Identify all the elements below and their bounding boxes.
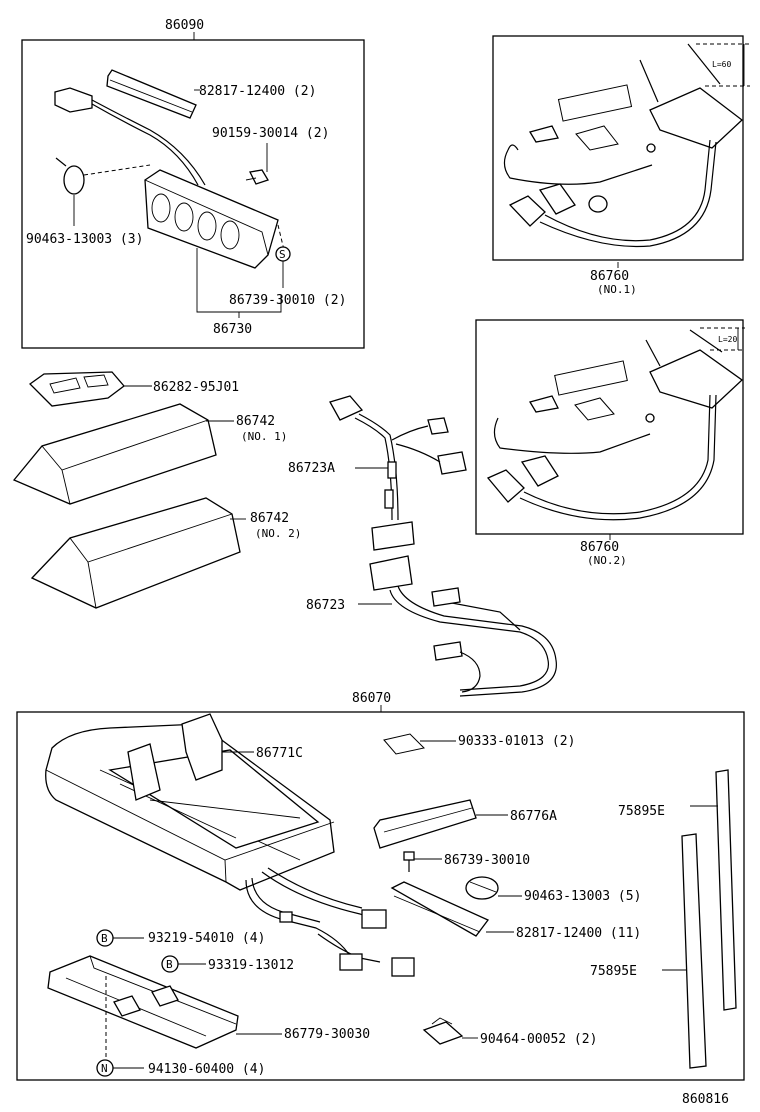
antenna-no2-sub: (NO.2)	[587, 554, 627, 567]
antenna-no2-unit[interactable]	[645, 329, 744, 409]
main-unit-group: 86070 86771C 90333-01013 (2) 8677	[16, 691, 745, 1081]
clamp-main-label[interactable]: 90463-13003 (5)	[524, 889, 641, 904]
bracket-label[interactable]: 86282-95J01	[153, 380, 239, 395]
bracket-part[interactable]	[28, 371, 125, 407]
cover-no1-number[interactable]: 86742	[236, 414, 275, 429]
strip-1-label[interactable]: 75895E	[618, 804, 665, 819]
clamp-label[interactable]: 90463-13003 (3)	[26, 232, 143, 247]
strip-2-label[interactable]: 75895E	[590, 964, 637, 979]
plate-label[interactable]: 86779-30030	[284, 1027, 370, 1042]
harness-group: 86723A 86723	[288, 395, 557, 697]
diagram-id: 860816	[682, 1092, 729, 1107]
clamp-pad-part[interactable]	[106, 69, 197, 119]
antenna-no1-bolt	[529, 125, 559, 143]
harness-label[interactable]: 86723	[306, 598, 345, 613]
screw-part[interactable]	[245, 169, 269, 185]
switch-assembly-frame	[21, 39, 365, 349]
cover-a-part[interactable]	[373, 799, 477, 849]
bracket-c-label[interactable]: 86771C	[256, 746, 303, 761]
antenna-no2-frame	[475, 319, 744, 535]
antenna-no1-tape	[575, 125, 619, 151]
tape-label[interactable]: 90333-01013 (2)	[458, 734, 575, 749]
screw-s-marker-text: S	[279, 248, 286, 261]
switch-assembly-group: 86090 82817-12400 (2) 90159-30014 (2)	[21, 18, 365, 349]
clamp-pad-main-label[interactable]: 82817-12400 (11)	[516, 926, 641, 941]
bolt-b2-marker-text: B	[166, 958, 173, 971]
middle-left-group: 86282-95J01 86742 (NO. 1) 86742 (NO. 2)	[12, 371, 301, 609]
antenna-no1-sub: (NO.1)	[597, 283, 637, 296]
cover-no1-part[interactable]	[12, 403, 217, 505]
antenna-no2-tape	[574, 397, 615, 421]
switch-assembly-number[interactable]: 86090	[165, 18, 204, 33]
antenna-no1-connectors	[508, 139, 717, 248]
tape-part[interactable]	[383, 733, 426, 755]
antenna-no2-dimension: L=20	[718, 335, 737, 344]
plate-part[interactable]	[47, 955, 239, 1049]
cover-no2-number[interactable]: 86742	[250, 511, 289, 526]
antenna-no1-unit[interactable]	[639, 43, 744, 149]
harness-a-label[interactable]: 86723A	[288, 461, 335, 476]
antenna-no2-connectors	[486, 394, 717, 521]
clamp-part[interactable]	[55, 157, 85, 195]
antenna-no1-number[interactable]: 86760	[590, 269, 629, 284]
strip-1-part[interactable]	[715, 769, 737, 1011]
antenna-no1-pad	[557, 84, 633, 122]
switch-panel-label[interactable]: 86730	[213, 322, 252, 337]
antenna-no1-group: L=60 86760 (NO.1)	[492, 35, 750, 296]
antenna-no1-dimension: L=60	[712, 60, 731, 69]
clip-part[interactable]	[422, 1017, 464, 1045]
antenna-no2-bolt	[529, 395, 559, 413]
main-unit-number[interactable]: 86070	[352, 691, 391, 706]
clamp-pad-label[interactable]: 82817-12400 (2)	[199, 84, 316, 99]
connector-part	[54, 87, 206, 186]
cover-no2-part[interactable]	[30, 497, 241, 609]
strip-2-part[interactable]	[681, 833, 707, 1069]
screw-main-label[interactable]: 86739-30010	[444, 853, 530, 868]
screw-s-label[interactable]: 86739-30010 (2)	[229, 293, 346, 308]
antenna-no2-number[interactable]: 86760	[580, 540, 619, 555]
clamp-pad-part-main[interactable]	[390, 881, 490, 937]
screw-label[interactable]: 90159-30014 (2)	[212, 126, 329, 141]
bolt-b2-label[interactable]: 93319-13012	[208, 958, 294, 973]
nut-label[interactable]: 94130-60400 (4)	[148, 1062, 265, 1077]
harness-part[interactable]	[369, 555, 557, 697]
main-wiring	[245, 867, 415, 977]
antenna-no1-frame	[492, 35, 744, 261]
bolt-b1-marker-text: B	[101, 932, 108, 945]
cover-no1-sub: (NO. 1)	[241, 430, 287, 443]
bolt-b1-label[interactable]: 93219-54010 (4)	[148, 931, 265, 946]
nut-marker-text: N	[101, 1062, 108, 1075]
switch-panel-part[interactable]	[144, 169, 279, 269]
clip-label[interactable]: 90464-00052 (2)	[480, 1032, 597, 1047]
cover-a-label[interactable]: 86776A	[510, 809, 557, 824]
bracket-c-part[interactable]	[127, 713, 223, 801]
screw-part-main[interactable]	[403, 851, 415, 872]
harness-a-part[interactable]	[329, 395, 467, 551]
main-unit-frame	[16, 711, 745, 1081]
cover-no2-sub: (NO. 2)	[255, 527, 301, 540]
antenna-no2-group: L=20 86760 (NO.2)	[475, 319, 745, 567]
clamp-part-main[interactable]	[465, 876, 499, 900]
antenna-no2-pad	[554, 360, 628, 396]
